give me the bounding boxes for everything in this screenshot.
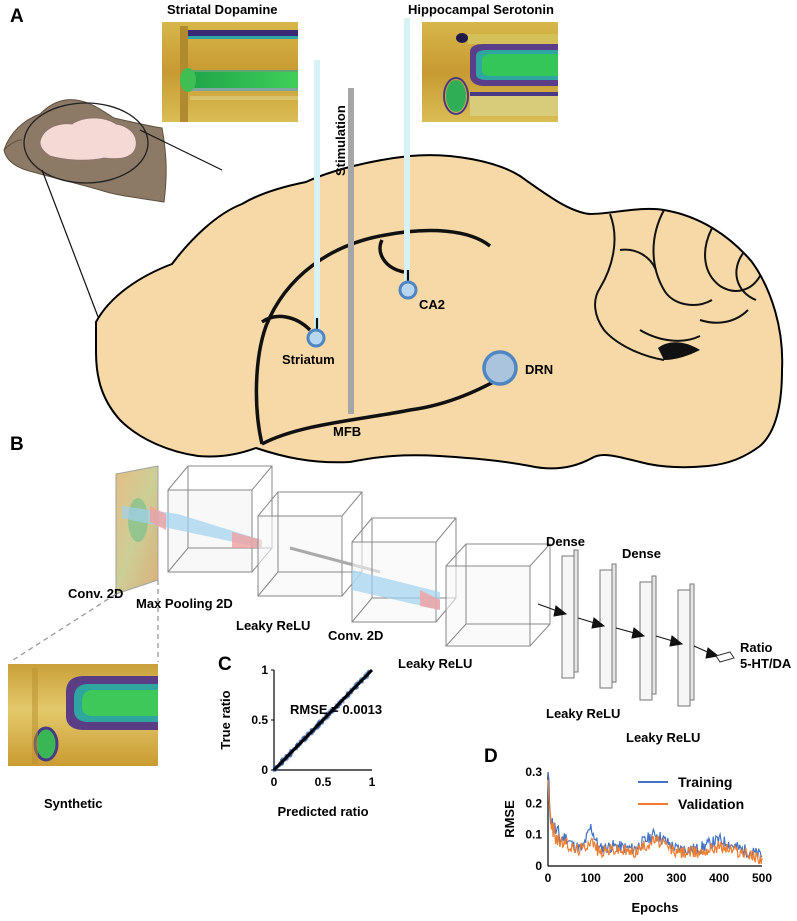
d-y-tick: 0.2: [525, 796, 542, 810]
drn-label: DRN: [525, 362, 553, 377]
layer-label-relu2: Leaky ReLU: [398, 656, 472, 671]
layer-label-dense2: Dense: [622, 546, 661, 561]
layer-label-conv1: Conv. 2D: [68, 586, 123, 601]
c-fit-line: [272, 668, 374, 772]
drn-marker: [482, 350, 518, 386]
layer-label-conv2: Conv. 2D: [328, 628, 383, 643]
panel-label-a: A: [10, 6, 24, 27]
hippocampus-arc: [378, 239, 405, 274]
d-x-tick: 400: [709, 871, 729, 885]
cnn-diagram: [115, 465, 735, 707]
layer-label-maxpool: Max Pooling 2D: [136, 596, 233, 611]
d-series-validation: [547, 779, 763, 865]
c-x-label: Predicted ratio: [277, 804, 368, 819]
dense-columns: [561, 549, 695, 707]
sagittal-brain-outline: [94, 154, 784, 470]
c-x-tick: 0.5: [315, 775, 332, 789]
hippocampal-serotonin-title: Hippocampal Serotonin: [408, 2, 554, 17]
ventricle: [658, 342, 700, 360]
c-x-tick: 1: [369, 775, 376, 789]
d-x-tick: 500: [752, 871, 772, 885]
probe-striatum: [314, 60, 320, 336]
layer-label-relu1: Leaky ReLU: [236, 618, 310, 633]
striatum-label: Striatum: [282, 352, 335, 367]
d-x-tick: 200: [624, 871, 644, 885]
panel-label-c: C: [218, 654, 232, 675]
ca2-label: CA2: [419, 297, 445, 312]
probe-ca2: [404, 18, 410, 288]
panel-label-b: B: [10, 434, 24, 455]
c-y-tick: 0.5: [251, 713, 268, 727]
flow-arrows: [537, 603, 720, 659]
output-label-ratio-type: 5-HT/DA: [740, 656, 792, 671]
striatum-arc: [260, 314, 312, 332]
stimulation-label: Stimulation: [333, 105, 348, 176]
hippocampal-serotonin-heatmap: [422, 22, 558, 122]
d-legend-label: Training: [678, 774, 732, 790]
d-y-tick: 0.1: [525, 828, 542, 842]
panel-label-d: D: [484, 746, 498, 767]
striatum-marker: [306, 328, 326, 348]
maxpool-block: [257, 491, 363, 597]
mouse-brain-inset: [39, 117, 137, 161]
striatal-dopamine-heatmap: [162, 22, 298, 122]
c-y-label: True ratio: [218, 690, 233, 749]
d-y-label: RMSE: [502, 800, 517, 838]
magnifier-circle: [23, 102, 149, 184]
c-rmse-annotation: RMSE = 0.0013: [290, 702, 382, 717]
d-y-tick: 0.3: [525, 765, 542, 779]
layer-label-relu3: Leaky ReLU: [546, 706, 620, 721]
zoom-line-bottom: [41, 169, 101, 323]
d-x-tick: 300: [666, 871, 686, 885]
ca2-marker: [398, 280, 418, 300]
synthetic-heatmap: [8, 664, 158, 766]
striatal-dopamine-title: Striatal Dopamine: [167, 2, 278, 17]
d-x-label: Epochs: [632, 900, 679, 915]
cerebellum: [594, 209, 761, 361]
synthetic-label: Synthetic: [44, 796, 103, 811]
output-node: [715, 651, 735, 663]
c-x-tick: 0: [271, 775, 278, 789]
conv2-block: [351, 517, 457, 623]
d-x-tick: 0: [545, 871, 552, 885]
d-y-tick: 0: [535, 859, 542, 873]
c-y-tick: 1: [261, 663, 268, 677]
mfb-label: MFB: [333, 424, 361, 439]
synthetic-zoom-line-left: [9, 593, 117, 663]
d-x-tick: 100: [581, 871, 601, 885]
layer-label-dense1: Dense: [546, 534, 585, 549]
mfb-tract: [254, 228, 517, 446]
layer-label-relu4: Leaky ReLU: [626, 730, 700, 745]
d-legend-label: Validation: [678, 796, 744, 812]
output-label-ratio: Ratio: [740, 640, 773, 655]
c-y-tick: 0: [261, 763, 268, 777]
mouse-head-illustration: [3, 99, 167, 203]
stimulation-electrode: [348, 88, 354, 414]
relu2-block: [445, 543, 551, 647]
zoom-line-top: [139, 129, 223, 171]
